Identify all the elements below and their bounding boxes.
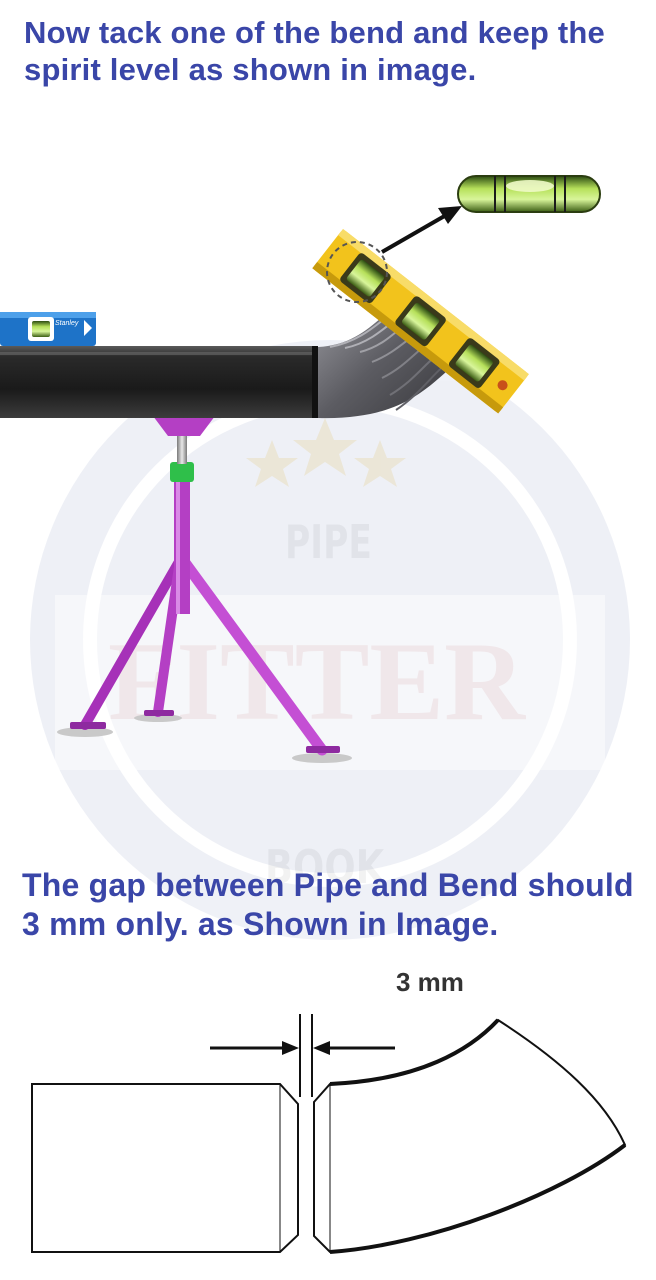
gap-diagram	[31, 1014, 627, 1254]
dimension-arrow-left	[282, 1041, 299, 1055]
dimension-arrow-right	[313, 1041, 330, 1055]
step-instruction-heading: Now tack one of the bend and keep the sp…	[24, 15, 605, 87]
gap-dimension-label: 3 mm	[396, 967, 464, 997]
yellow-spirit-level	[312, 228, 529, 414]
blue-level-brand-label: Stanley	[55, 320, 79, 327]
gap-instruction-heading: The gap between Pipe and Bend should 3 m…	[22, 867, 634, 942]
magnified-vial	[457, 175, 601, 213]
vial-callout	[326, 206, 462, 303]
watermark-stars	[246, 418, 406, 487]
watermark-book-text: BOOK	[265, 840, 384, 894]
watermark-pipe-text: PIPE	[285, 515, 372, 569]
watermark-fitter-text: FITTER	[108, 618, 525, 747]
blue-spirit-level	[0, 312, 96, 346]
watermark-badge	[30, 340, 630, 940]
horizontal-pipe	[0, 346, 318, 418]
